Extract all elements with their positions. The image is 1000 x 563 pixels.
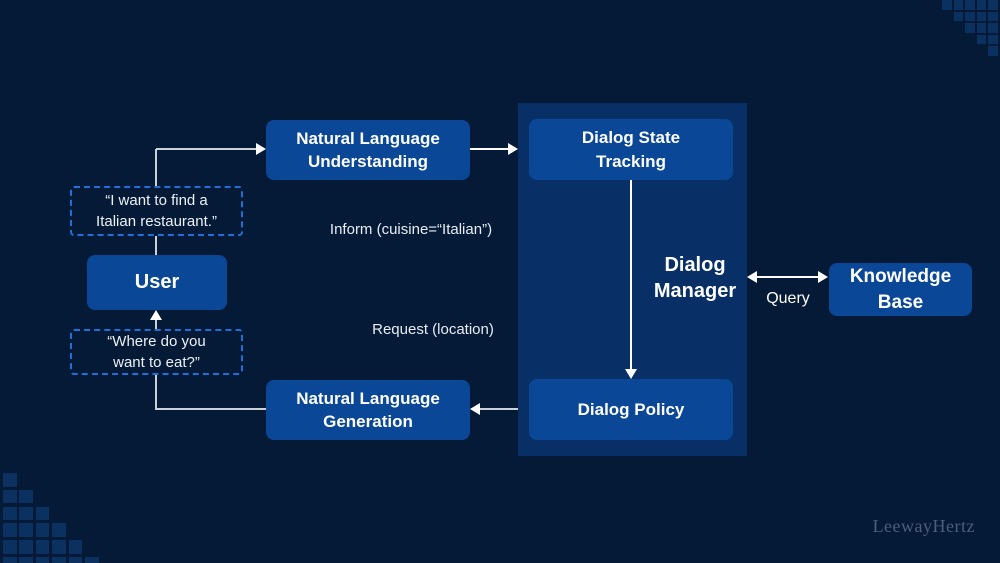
- arrowhead-into-user: [150, 310, 162, 320]
- user-node: User: [87, 255, 227, 310]
- nlg-node: Natural Language Generation: [266, 380, 470, 440]
- request-edge-label: Request (location): [372, 321, 494, 338]
- system-message-bubble: “Where do you want to eat?”: [70, 329, 243, 375]
- arrowhead-query-left: [747, 271, 757, 283]
- connector-query-line: [757, 276, 818, 278]
- connector-nlu-to-dialog-manager: [470, 148, 508, 150]
- arrowhead-into-dialog-policy: [625, 369, 637, 379]
- arrowhead-into-nlg: [470, 403, 480, 415]
- connector-user-to-nlu-horizontal: [156, 148, 256, 150]
- connector-dst-to-dialog-policy: [630, 180, 632, 370]
- leewayhertz-watermark: LeewayHertz: [872, 516, 975, 536]
- knowledge-base-node: Knowledge Base: [829, 263, 972, 316]
- dialog-manager-label: Dialog Manager: [653, 254, 737, 302]
- inform-edge-label: Inform (cuisine=“Italian”): [329, 221, 493, 238]
- user-message-bubble: “I want to find a Italian restaurant.”: [70, 186, 243, 236]
- dst-node: Dialog State Tracking: [529, 119, 733, 180]
- dialog-policy-node: Dialog Policy: [529, 379, 733, 440]
- nlu-node: Natural Language Understanding: [266, 120, 470, 180]
- arrowhead-query-right: [818, 271, 828, 283]
- connector-nlg-to-user-horizontal: [156, 408, 266, 410]
- arrowhead-into-dialog-manager: [508, 143, 518, 155]
- query-edge-label: Query: [766, 290, 810, 307]
- connector-dialog-policy-to-nlg: [480, 408, 518, 410]
- arrowhead-into-nlu: [256, 143, 266, 155]
